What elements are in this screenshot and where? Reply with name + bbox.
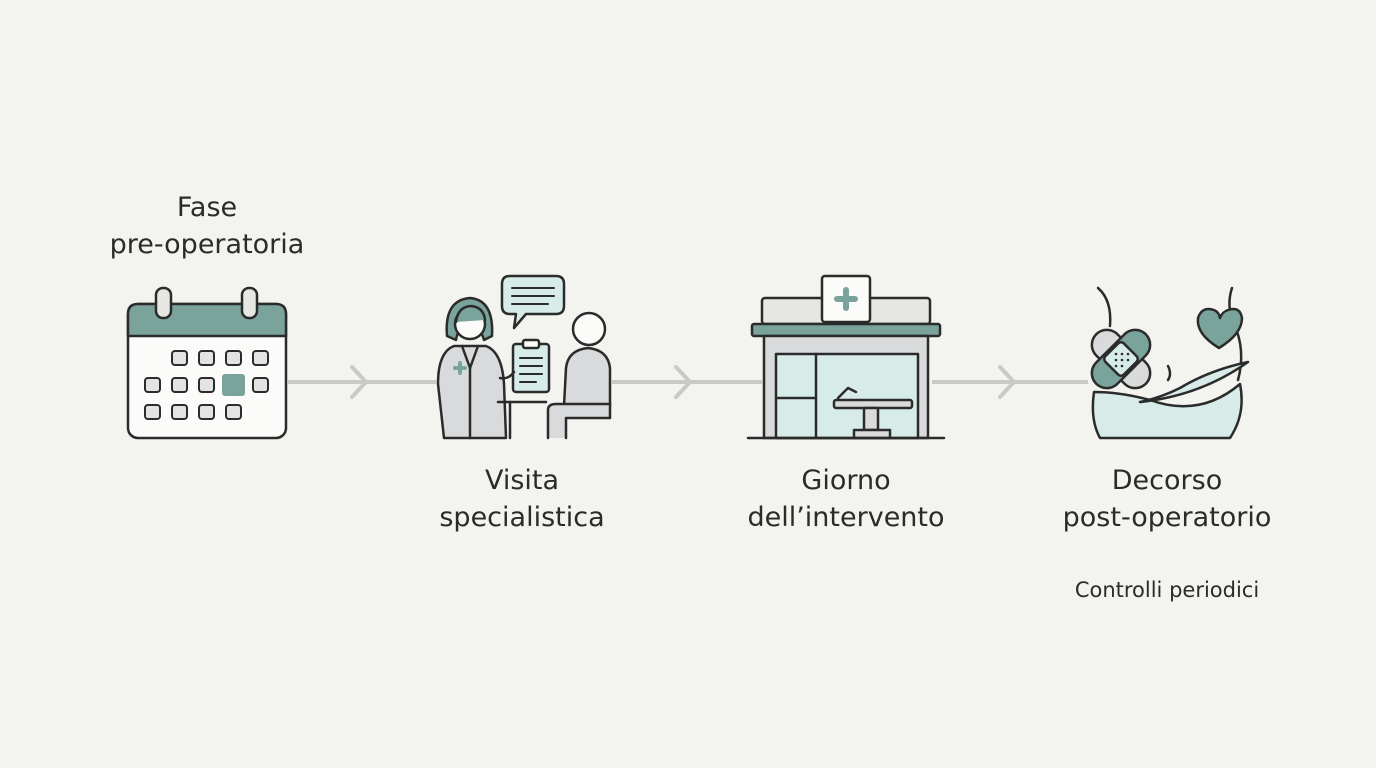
step-label-decorso: Decorso post-operatorio: [1017, 462, 1317, 536]
hospital-building-icon: [746, 274, 946, 440]
step-label-visita: Visita specialistica: [372, 462, 672, 536]
step-label-pre-operatoria: Fase pre-operatoria: [57, 189, 357, 263]
step-label-line: Fase: [176, 192, 238, 223]
connector-1: [288, 365, 436, 399]
connector-3: [932, 365, 1088, 399]
step-note-controlli: Controlli periodici: [1074, 578, 1260, 602]
recovery-bandage-icon: [1090, 286, 1250, 440]
step-label-line: specialistica: [439, 502, 605, 533]
calendar-icon: [126, 286, 288, 440]
doctor-consultation-icon: [436, 274, 612, 440]
connector-2: [612, 365, 762, 399]
step-label-line: Visita: [484, 465, 560, 496]
step-label-intervento: Giorno dell’intervento: [696, 462, 996, 536]
step-label-line: Decorso: [1111, 465, 1223, 496]
step-label-line: pre-operatoria: [109, 229, 305, 260]
step-label-line: dell’intervento: [747, 502, 945, 533]
step-label-line: post-operatorio: [1062, 502, 1272, 533]
step-label-line: Giorno: [801, 465, 891, 496]
